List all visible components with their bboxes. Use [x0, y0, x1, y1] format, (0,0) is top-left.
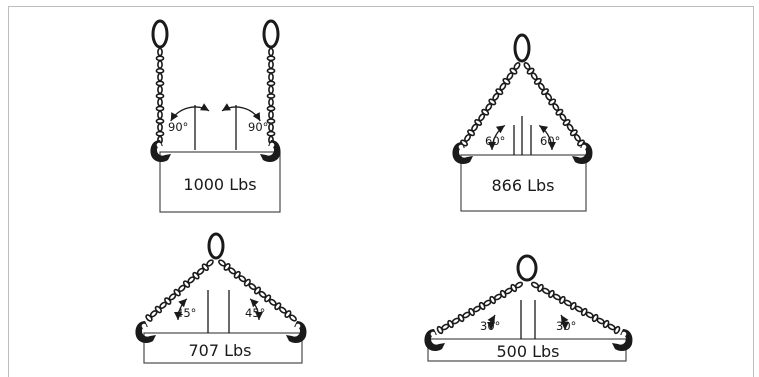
chain-group — [452, 33, 593, 165]
chain-link — [268, 85, 274, 95]
sling-diagram-30: 500 Lbs 30° 30° — [424, 254, 633, 362]
arrow-head — [174, 312, 182, 320]
chain-link — [155, 118, 165, 125]
load-box — [159, 151, 281, 213]
chain-link — [266, 55, 276, 62]
hook-eye — [141, 323, 147, 329]
arrow-head — [488, 142, 496, 150]
angle-label-left: 60° — [485, 134, 505, 148]
chain-group — [424, 254, 633, 352]
chain-link — [157, 123, 163, 132]
sling-diagram-90: 1000 Lbs 90° 90° — [150, 19, 281, 213]
hook-eye — [156, 142, 162, 148]
hook-icon — [286, 321, 307, 344]
chain-link — [268, 97, 274, 107]
hook-icon — [452, 142, 473, 165]
arrow-head — [222, 103, 231, 111]
chain-link — [155, 93, 165, 99]
chain-link — [155, 105, 165, 112]
chain-link — [266, 93, 276, 99]
chain-link — [266, 67, 276, 74]
arrow-head — [252, 112, 261, 121]
chain-link — [266, 118, 276, 125]
chain-link — [266, 105, 276, 112]
arrow-head — [561, 322, 569, 330]
master-link-icon — [516, 254, 538, 282]
chain-link — [436, 325, 444, 335]
chain-link — [155, 80, 165, 87]
chain-group — [135, 232, 307, 344]
angle-label-right: 45° — [245, 306, 265, 320]
angle-label-left: 45° — [176, 306, 196, 320]
load-label: 866 Lbs — [491, 176, 554, 195]
chain-link — [266, 130, 276, 137]
arrow-head — [560, 315, 569, 324]
chain-link — [268, 60, 274, 69]
chain-link — [289, 314, 297, 322]
arrow-head — [539, 125, 549, 134]
hook-eye — [269, 142, 275, 148]
chain-link — [145, 314, 153, 322]
chain-link — [157, 47, 163, 57]
load-label: 707 Lbs — [188, 341, 251, 360]
angle-label-left: 30° — [480, 319, 500, 333]
hook-icon — [572, 142, 593, 165]
chain-link — [613, 325, 621, 335]
chain-link — [268, 123, 274, 132]
master-link-icon — [151, 19, 169, 49]
arrow-head — [548, 142, 556, 150]
arrow-head — [250, 298, 259, 308]
hook-icon — [424, 329, 445, 352]
hook-icon — [150, 140, 171, 163]
chain-link — [268, 47, 274, 57]
chain-link — [266, 80, 276, 87]
master-link-icon — [513, 33, 531, 63]
chain-link — [268, 72, 274, 82]
chain-link — [268, 110, 274, 120]
chain-link — [157, 110, 163, 120]
angle-label-right: 30° — [556, 319, 576, 333]
angle-label-right: 90° — [248, 120, 268, 134]
hook-eye — [458, 144, 464, 150]
arrow-head — [255, 312, 263, 320]
arrow-head — [178, 298, 187, 308]
hook-icon — [260, 140, 281, 163]
hook-icon — [612, 329, 633, 352]
hook-eye — [430, 331, 436, 337]
sling-diagram-45: 707 Lbs 45° 45° — [135, 232, 307, 364]
master-link-icon — [207, 232, 225, 260]
chain-link — [157, 72, 163, 82]
hook-eye — [581, 144, 587, 150]
arrow-head — [487, 315, 496, 324]
hook-icon — [135, 321, 156, 344]
chain-link — [155, 130, 165, 137]
chain-group — [150, 19, 281, 163]
chain-link — [157, 60, 163, 69]
chain-link — [157, 85, 163, 95]
master-link-icon — [262, 19, 280, 49]
hook-eye — [621, 331, 627, 337]
sling-diagram-60: 866 Lbs 60° 60° — [452, 33, 593, 212]
hook-eye — [295, 323, 301, 329]
load-box — [143, 332, 303, 364]
arrow-head — [495, 125, 505, 134]
arrow-head — [487, 322, 495, 330]
angle-label-right: 60° — [540, 134, 560, 148]
chain-link — [155, 55, 165, 62]
load-label: 500 Lbs — [496, 342, 559, 361]
chain-link — [157, 97, 163, 107]
figure-frame — [8, 6, 754, 377]
angle-label-left: 90° — [168, 120, 188, 134]
load-label: 1000 Lbs — [183, 175, 256, 194]
arrow-head — [200, 103, 209, 111]
load-box — [460, 154, 587, 212]
chain-link — [155, 67, 165, 74]
arrow-head — [170, 112, 179, 121]
